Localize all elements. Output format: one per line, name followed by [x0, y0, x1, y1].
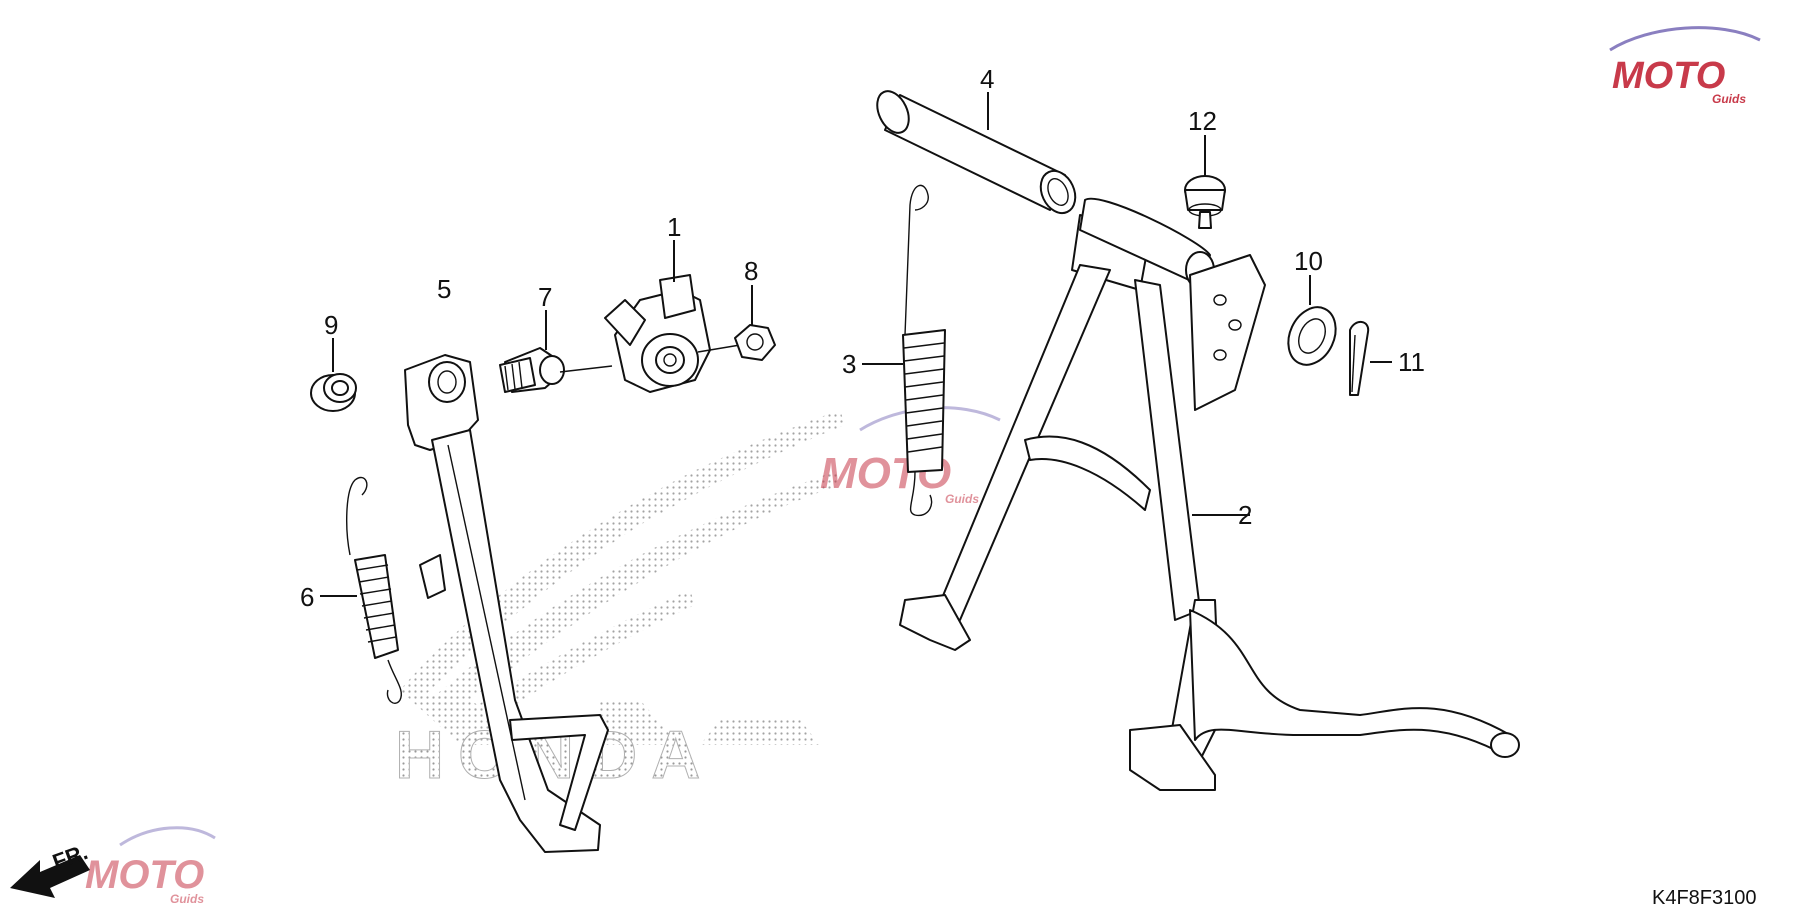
callout-3: 3 [842, 349, 856, 379]
part-4-pivot-pipe [876, 90, 1077, 215]
part-3-spring [862, 184, 946, 517]
svg-text:MOTO: MOTO [1612, 55, 1725, 97]
svg-text:MOTO: MOTO [85, 853, 204, 897]
svg-text:Guids: Guids [170, 892, 204, 906]
part-7-bolt [499, 310, 565, 393]
part-2-main-stand [899, 197, 1520, 791]
honda-wing-logo [400, 410, 845, 745]
part-11-cotter-pin [1349, 321, 1392, 396]
svg-text:Guids: Guids [945, 492, 979, 506]
callout-4: 4 [980, 64, 994, 94]
svg-text:Guids: Guids [1712, 92, 1746, 106]
part-5-side-stand [404, 354, 609, 853]
callout-8: 8 [744, 256, 758, 286]
moto-guids-watermark-bottom: MOTO Guids [85, 826, 216, 906]
callout-12: 12 [1188, 106, 1217, 136]
callout-5: 5 [437, 274, 451, 304]
callout-11: 11 [1398, 347, 1425, 377]
part-9-grommet [310, 338, 357, 412]
part-8-nut [734, 285, 776, 361]
diagram-code: K4F8F3100 [1652, 887, 1757, 909]
part-10-washer [1287, 275, 1337, 366]
callout-7: 7 [538, 282, 552, 312]
callout-9: 9 [324, 310, 338, 340]
part-1-side-stand-switch [559, 240, 741, 393]
part-12-stopper-rubber [1184, 135, 1226, 229]
callout-1: 1 [667, 212, 681, 242]
callout-6: 6 [300, 582, 314, 612]
front-direction-marker: FR. [10, 839, 91, 898]
callout-2: 2 [1238, 500, 1252, 530]
moto-guids-watermark-top: MOTO Guids [1609, 26, 1761, 106]
callout-10: 10 [1294, 246, 1323, 276]
part-6-spring [320, 476, 402, 704]
